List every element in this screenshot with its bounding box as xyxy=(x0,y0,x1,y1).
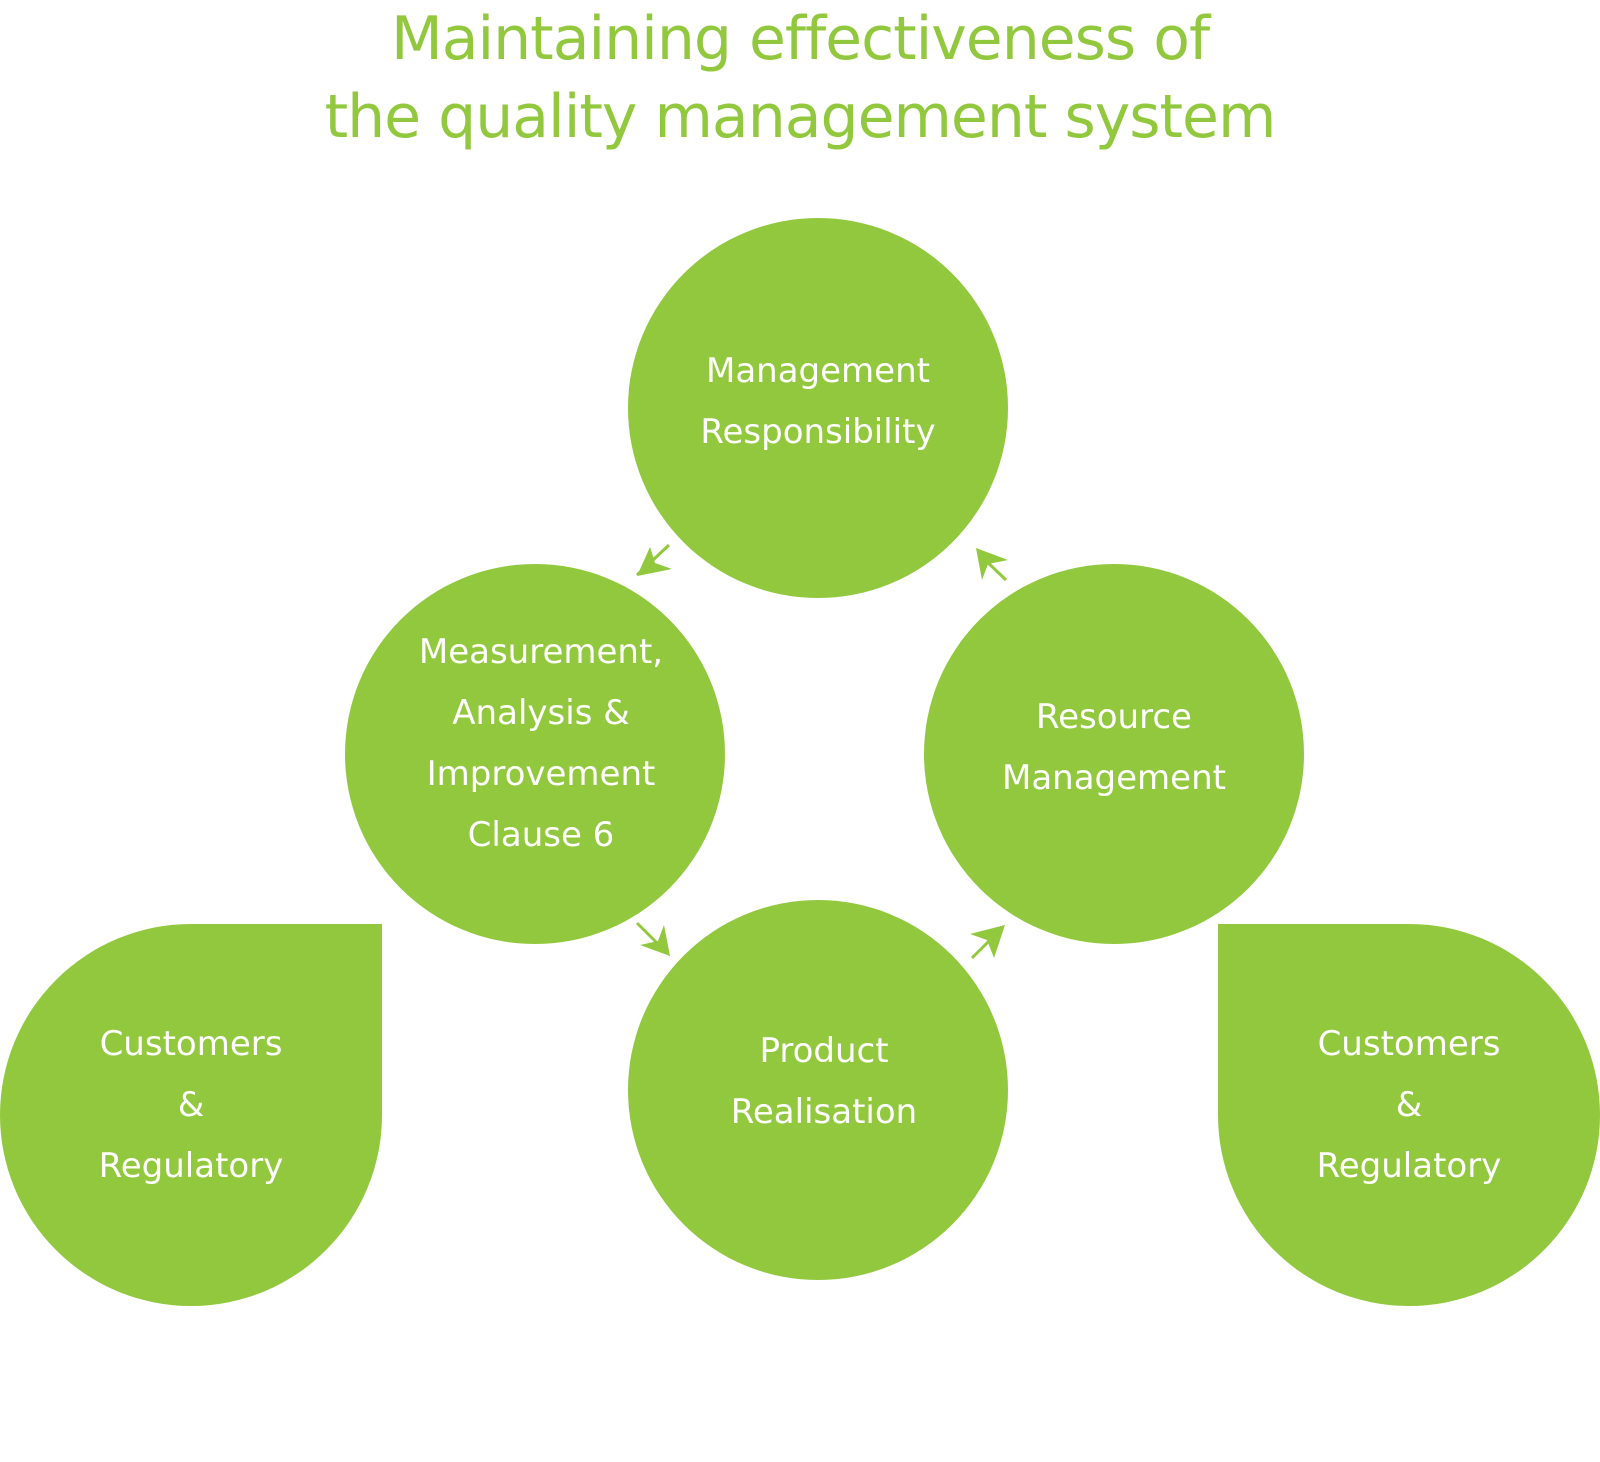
node-label-line: Regulatory xyxy=(98,1145,284,1186)
node-label-line: Clause 6 xyxy=(467,815,615,855)
node-label-line: Analysis & xyxy=(452,693,630,733)
node-label-line: Regulatory xyxy=(1316,1145,1502,1186)
node-measurement-analysis-improvement: Measurement, Analysis & Improvement Clau… xyxy=(345,564,725,944)
title-line-2: the quality management system xyxy=(324,82,1277,152)
arrow-measurement-to-product xyxy=(635,921,670,956)
node-label-line: Improvement xyxy=(426,754,656,794)
arrowhead-icon xyxy=(640,925,670,956)
node-label-line: Management xyxy=(706,351,930,391)
node-customers-regulatory-right: Customers & Regulatory xyxy=(1218,924,1600,1306)
arrow-management-to-measurement xyxy=(635,543,672,577)
arrowhead-icon xyxy=(970,925,1005,958)
title-line-1: Maintaining effectiveness of xyxy=(390,4,1210,74)
node-label-line: Resource xyxy=(1036,697,1192,737)
node-customers-regulatory-left: Customers & Regulatory xyxy=(0,924,382,1306)
node-label-line: Product xyxy=(759,1031,889,1071)
node-label-line: Customers xyxy=(99,1023,283,1064)
node-label-line: & xyxy=(1395,1084,1423,1125)
node-label-line: Customers xyxy=(1317,1023,1501,1064)
node-label-line: Responsibility xyxy=(700,412,936,452)
arrowhead-icon xyxy=(637,547,672,576)
node-label-line: Measurement, xyxy=(418,632,664,672)
arrow-product-to-resource xyxy=(970,925,1005,960)
diagram-title: Maintaining effectiveness of the quality… xyxy=(0,0,1600,156)
arrowhead-icon xyxy=(976,548,1008,580)
node-label-line: Management xyxy=(1002,758,1226,798)
node-product-realisation: Product Realisation xyxy=(628,900,1008,1280)
arrow-resource-to-management xyxy=(976,548,1008,582)
node-label-line: & xyxy=(177,1084,205,1125)
node-management-responsibility: Management Responsibility xyxy=(628,218,1008,598)
node-label-line: Realisation xyxy=(730,1092,918,1132)
node-resource-management: Resource Management xyxy=(924,564,1304,944)
